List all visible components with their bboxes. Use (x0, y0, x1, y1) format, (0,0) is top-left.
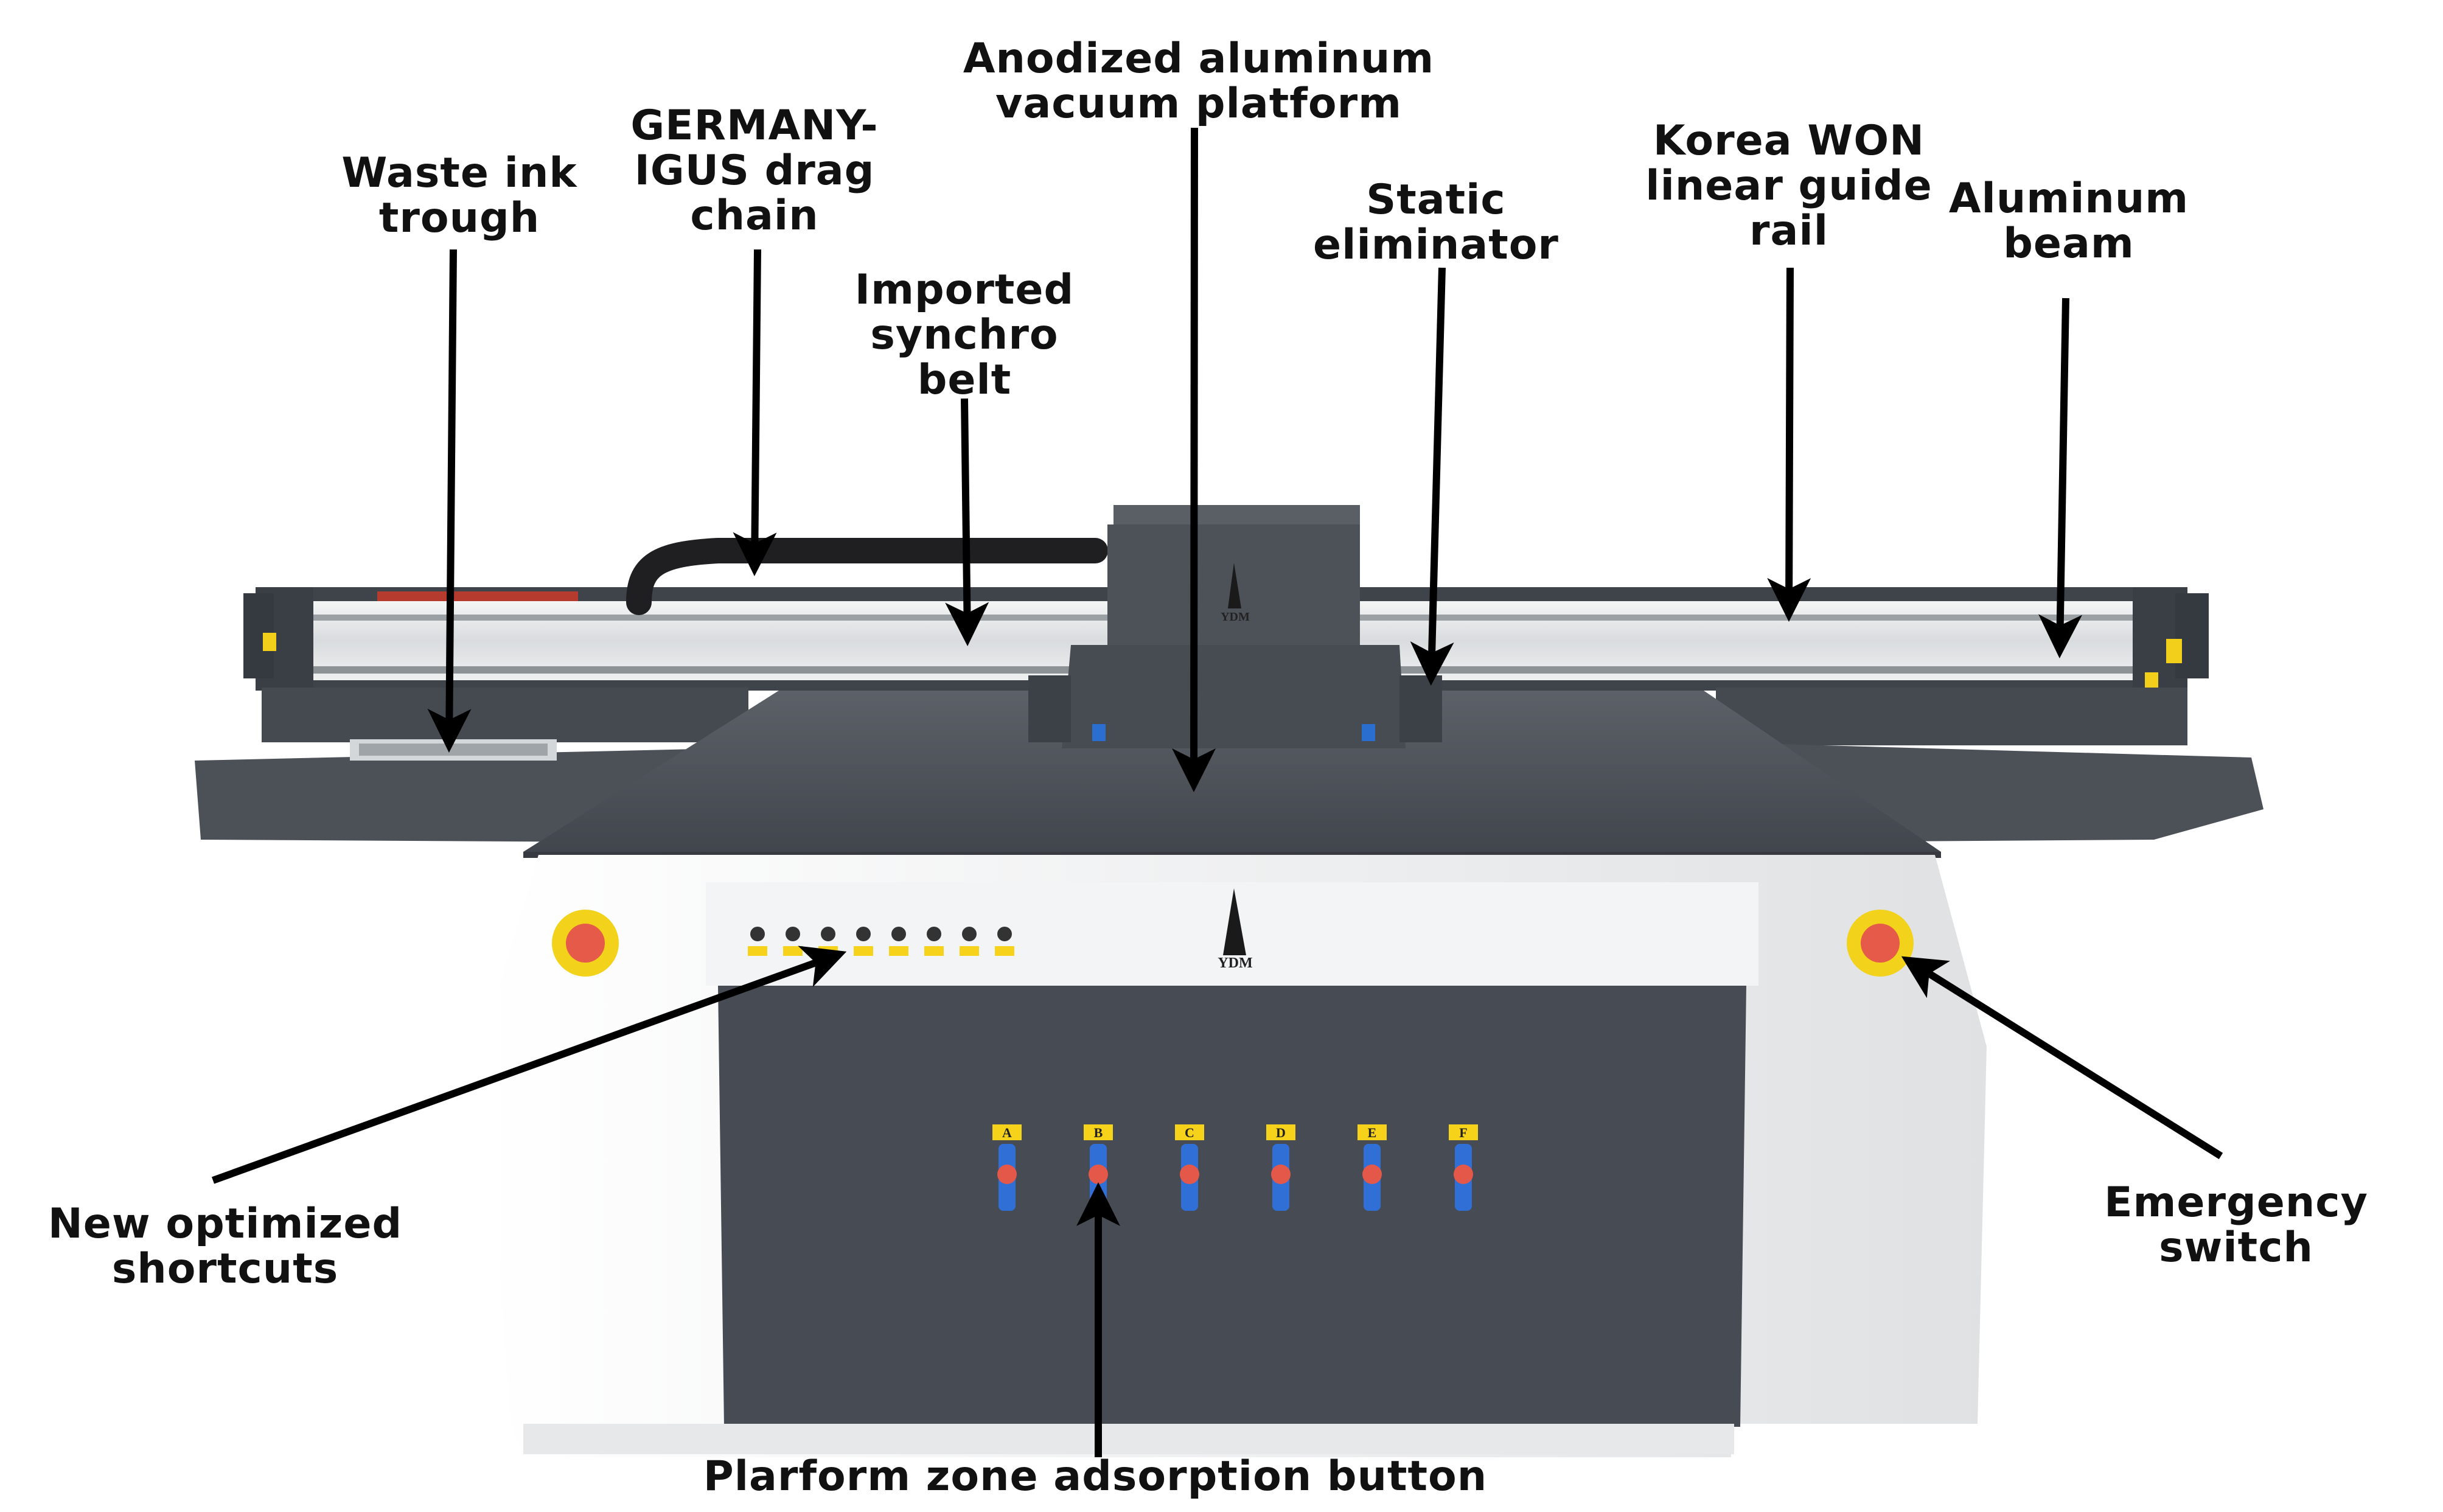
shortcut-button (750, 927, 765, 941)
valve-knob[interactable] (1271, 1165, 1291, 1184)
callout-line: shortcuts (111, 1245, 339, 1293)
front-cabinet (481, 855, 1987, 1457)
callout-line: linear guide (1645, 162, 1932, 210)
shortcut-label-plate (748, 946, 767, 956)
callout-line: Imported (854, 266, 1075, 314)
arrow-aluminum-beam (2038, 298, 2083, 658)
shortcut-button (821, 927, 835, 941)
arrow-synchro-belt (945, 398, 989, 646)
callout-static-eliminator: Static eliminator (1296, 178, 1576, 268)
valve-letter: A (1002, 1125, 1012, 1140)
callout-zone-adsorption-button: Plarform zone adsorption button (700, 1454, 1491, 1499)
callout-igus-drag-chain: GERMANY- IGUS drag chain (608, 103, 901, 239)
callout-line: switch (2159, 1224, 2313, 1272)
arrow-static-eliminator (1410, 267, 1454, 686)
valve-letter: E (1368, 1125, 1377, 1140)
vacuum-platform (523, 691, 1941, 852)
emergency-switch-left (552, 910, 619, 977)
callout-line: Anodized aluminum (963, 35, 1435, 83)
print-carriage: YDM (1028, 505, 1442, 748)
shortcut-buttons (748, 927, 1014, 956)
callout-line: Plarform zone adsorption button (703, 1452, 1488, 1500)
front-door (718, 986, 1746, 1427)
callout-line: Waste ink (341, 149, 577, 197)
callout-line: Aluminum (1948, 175, 2189, 223)
callout-line: IGUS drag (634, 147, 875, 195)
valve-letter: B (1094, 1125, 1103, 1140)
shortcut-label-plate (924, 946, 944, 956)
valve-knob[interactable] (1362, 1165, 1382, 1184)
shortcut-button (962, 927, 977, 941)
callout-line: New optimized (47, 1200, 403, 1248)
drag-chain (626, 538, 1108, 615)
callout-line: synchro (870, 311, 1059, 359)
shortcut-label-plate (960, 946, 979, 956)
callout-line: Korea WON (1653, 117, 1925, 165)
shortcut-label-plate (995, 946, 1014, 956)
right-wing (1716, 688, 2264, 843)
panel-logo-icon (1223, 888, 1246, 955)
valve-tag (1175, 1124, 1204, 1140)
callout-line: trough (378, 194, 540, 242)
shortcut-button (891, 927, 906, 941)
callout-vacuum-platform: Anodized aluminum vacuum platform (937, 37, 1460, 127)
valve-knob[interactable] (1089, 1165, 1108, 1184)
valve-knob[interactable] (997, 1165, 1017, 1184)
callout-line: belt (917, 356, 1012, 404)
callout-line: chain (690, 192, 819, 240)
shortcut-button (856, 927, 871, 941)
valve-letter: C (1185, 1125, 1194, 1140)
callout-emergency-switch: Emergency switch (2081, 1180, 2391, 1270)
valve-tag (992, 1124, 1022, 1140)
valve-letter: F (1459, 1125, 1467, 1140)
shortcut-label-plate (889, 946, 908, 956)
callout-line: GERMANY- (630, 102, 879, 150)
callout-line: vacuum platform (995, 80, 1402, 128)
zone-valves: A B C D E F (992, 1124, 1478, 1211)
panel-logo-text: YDM (1218, 955, 1252, 971)
valve-knob[interactable] (1454, 1165, 1473, 1184)
callout-waste-ink-trough: Waste ink trough (332, 151, 587, 241)
callout-line: rail (1749, 207, 1829, 255)
emergency-switch-right (1847, 910, 1914, 977)
carriage-logo-text: YDM (1221, 610, 1250, 624)
shortcut-button (927, 927, 941, 941)
callout-arrows (211, 127, 2223, 1457)
shortcut-button (997, 927, 1012, 941)
callout-line: Static (1366, 176, 1506, 224)
valve-knob[interactable] (1180, 1165, 1199, 1184)
callout-linear-guide-rail: Korea WON linear guide rail (1631, 119, 1947, 254)
callout-line: beam (2003, 220, 2135, 268)
callout-aluminum-beam: Aluminum beam (1935, 176, 2203, 267)
shortcut-button (786, 927, 800, 941)
callout-synchro-belt: Imported synchro belt (840, 268, 1089, 403)
callout-line: Emergency (2104, 1179, 2368, 1227)
warning-sticker-left (263, 633, 276, 651)
shortcut-label-plate (854, 946, 873, 956)
arrow-igus-drag-chain (733, 249, 777, 576)
valve-letter: D (1276, 1125, 1286, 1140)
warning-sticker-right (2166, 639, 2182, 663)
arrow-optimized-shortcuts (211, 946, 847, 1184)
shortcut-label-plate (783, 946, 803, 956)
callout-optimized-shortcuts: New optimized shortcuts (24, 1202, 426, 1292)
valve-tag (1084, 1124, 1113, 1140)
valve-tag (1357, 1124, 1387, 1140)
arrow-waste-ink-trough (427, 249, 472, 753)
arrow-linear-guide-rail (1767, 267, 1811, 622)
valve-tag (1449, 1124, 1478, 1140)
arrow-emergency-switch (1901, 956, 2223, 1160)
valve-tag (1266, 1124, 1295, 1140)
carriage-logo-icon (1228, 563, 1241, 608)
callout-line: eliminator (1313, 221, 1559, 269)
